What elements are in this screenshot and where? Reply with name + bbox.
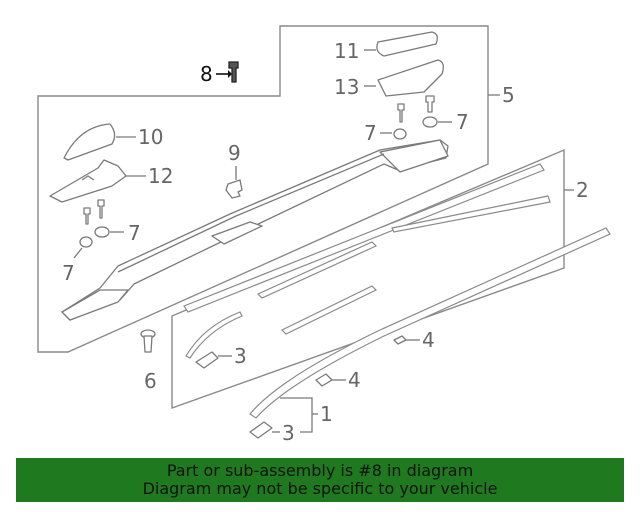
bolt-upper-right [425,95,435,113]
callout-11: 11 [334,39,359,63]
clip-part-4-upper [393,335,407,345]
screw-part-8 [228,61,239,83]
bolt-left-b [97,199,105,219]
molding-strip-long [183,163,545,313]
front-cap-part-10 [63,123,116,161]
leader-8-arrow [228,70,232,78]
callout-7-left-upper: 7 [128,221,141,245]
banner-line-2: Diagram may not be specific to your vehi… [142,479,498,498]
callout-3-lower: 3 [282,421,295,445]
callout-4-lower: 4 [348,368,361,392]
roof-rail-mid-bracket [211,221,263,245]
callout-8: 8 [200,62,213,86]
front-cap-12-detail [81,175,95,181]
roof-rail-ridge [117,153,385,273]
clip-part-9 [225,179,243,199]
front-cap-part-12 [49,159,127,203]
molding-curve-short [185,311,243,359]
molding-strip-mid [256,241,378,299]
nut-upper-right [422,116,438,128]
clip-part-4-lower [315,373,333,387]
callout-13: 13 [334,75,359,99]
diagram-notice-banner: Part or sub-assembly is #8 in diagram Di… [16,458,624,502]
bolt-upper-left [397,103,405,123]
callout-12: 12 [148,164,173,188]
callout-2: 2 [576,178,589,202]
end-cap-part-11 [376,31,438,57]
group-box-2 [171,148,565,409]
bolt-left-a [83,207,91,225]
roof-rail-front-foot [61,289,129,321]
callout-3-upper: 3 [234,344,247,368]
callout-9: 9 [228,141,241,165]
callout-10: 10 [138,125,163,149]
nut-left-b [94,226,110,238]
callout-6: 6 [144,369,157,393]
bracket-1 [280,397,313,433]
callout-1: 1 [320,402,333,426]
callout-7-upper-right: 7 [456,110,469,134]
end-cap-part-13 [377,59,444,97]
molding-strip-upper [391,195,551,233]
clip-part-6-stem [143,335,153,353]
parts-diagram: 5 2 1 11 13 8 7 7 10 12 9 7 [37,25,611,445]
nut-upper-left [393,128,407,140]
banner-line-1: Part or sub-assembly is #8 in diagram [166,461,474,480]
callout-7-left-lower: 7 [62,261,75,285]
nut-left-a [79,236,93,248]
end-piece-part-3-lower [249,421,273,439]
end-piece-part-3-upper [195,351,219,369]
roof-rail-rear-foot [379,139,449,173]
callout-7-upper-left: 7 [364,121,377,145]
callout-4-upper: 4 [422,328,435,352]
callout-5: 5 [502,83,515,107]
leader-7-left-lower [73,247,83,259]
molding-strip-lower-a [280,285,378,335]
molding-part-1 [249,227,611,419]
